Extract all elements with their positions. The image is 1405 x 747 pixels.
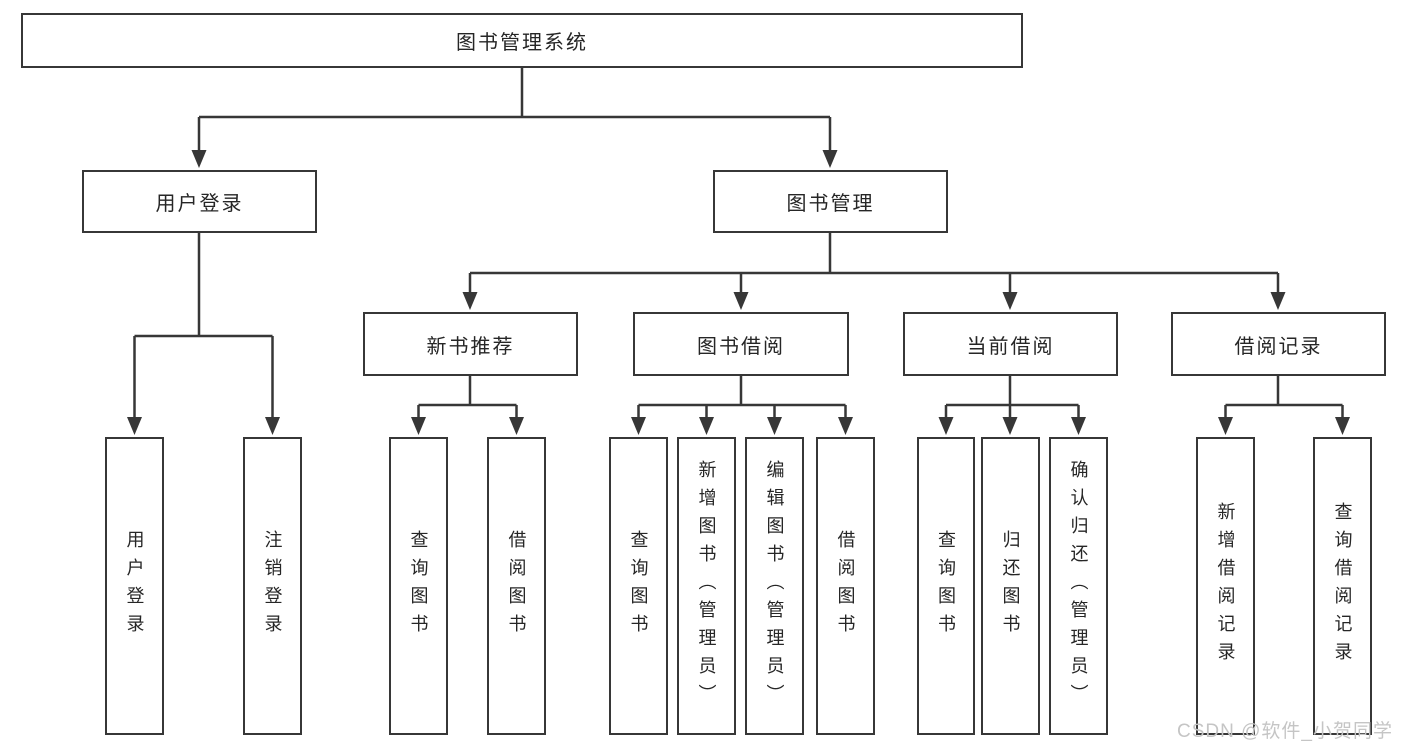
node-borrowing-records: 借阅记录 <box>1171 312 1386 376</box>
leaf-add-books-admin: 新增图书（管理员） <box>677 437 736 735</box>
leaf-query-books-current: 查询图书 <box>917 437 975 735</box>
node-book-borrowing: 图书借阅 <box>633 312 849 376</box>
leaf-user-login: 用户登录 <box>105 437 164 735</box>
leaf-add-borrow-record: 新增借阅记录 <box>1196 437 1255 735</box>
leaf-borrow-books-borrowing: 借阅图书 <box>816 437 875 735</box>
node-user-login: 用户登录 <box>82 170 317 233</box>
node-root: 图书管理系统 <box>21 13 1023 68</box>
leaf-confirm-return-admin: 确认归还（管理员） <box>1049 437 1108 735</box>
node-current-borrowing: 当前借阅 <box>903 312 1118 376</box>
leaf-return-books: 归还图书 <box>981 437 1040 735</box>
leaf-query-books-borrowing: 查询图书 <box>609 437 668 735</box>
leaf-borrow-books-recommend: 借阅图书 <box>487 437 546 735</box>
leaf-edit-books-admin: 编辑图书（管理员） <box>745 437 804 735</box>
leaf-query-borrow-record: 查询借阅记录 <box>1313 437 1372 735</box>
csdn-watermark: CSDN @软件_小贺同学 <box>1177 721 1393 742</box>
leaf-logout-login: 注销登录 <box>243 437 302 735</box>
node-new-book-recommend: 新书推荐 <box>363 312 578 376</box>
leaf-query-books-recommend: 查询图书 <box>389 437 448 735</box>
node-book-management: 图书管理 <box>713 170 948 233</box>
